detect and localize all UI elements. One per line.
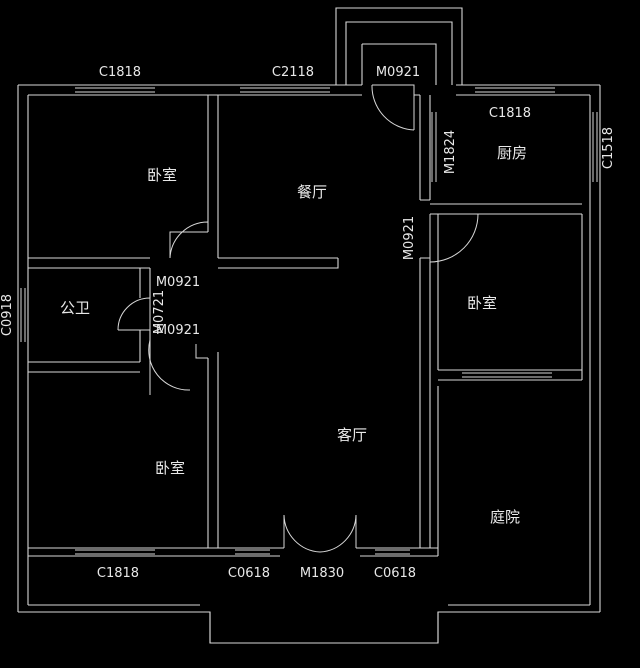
code-win-living-right: C0618 bbox=[374, 566, 416, 581]
room-label-kitchen: 厨房 bbox=[497, 144, 527, 162]
code-labels: C1818 C2118 M0921 C1818 M1824 C1518 M092… bbox=[0, 65, 616, 581]
code-win-bath: C0918 bbox=[0, 294, 15, 336]
code-win-top-mid: C2118 bbox=[272, 65, 314, 80]
room-label-courtyard: 庭院 bbox=[490, 508, 520, 526]
windows bbox=[20, 87, 598, 555]
code-win-top-left: C1818 bbox=[99, 65, 141, 80]
room-label-bathroom: 公卫 bbox=[60, 299, 90, 317]
walls bbox=[17, 7, 601, 644]
code-win-kitchen-side: C1518 bbox=[601, 127, 616, 169]
doors bbox=[117, 84, 479, 553]
code-door-bedroom-bl: M0921 bbox=[156, 323, 200, 338]
room-label-dining: 餐厅 bbox=[297, 183, 327, 201]
code-door-bath: M0721 bbox=[152, 290, 167, 334]
code-win-bottom-left: C1818 bbox=[97, 566, 139, 581]
room-label-bedroom-bottom-left: 卧室 bbox=[155, 459, 185, 477]
room-label-bedroom-right: 卧室 bbox=[467, 294, 497, 312]
room-label-bedroom-top-left: 卧室 bbox=[147, 166, 177, 184]
room-labels: 卧室 餐厅 厨房 卧室 公卫 客厅 卧室 庭院 bbox=[60, 144, 527, 526]
code-win-living-left: C0618 bbox=[228, 566, 270, 581]
code-door-bedroom-right: M0921 bbox=[402, 216, 417, 260]
code-win-kitchen-top: C1818 bbox=[489, 106, 531, 121]
code-door-kitchen: M1824 bbox=[443, 130, 458, 174]
code-door-living: M1830 bbox=[300, 566, 344, 581]
code-door-entry: M0921 bbox=[376, 65, 420, 80]
code-door-bedroom-tl: M0921 bbox=[156, 275, 200, 290]
room-label-living: 客厅 bbox=[337, 426, 367, 444]
